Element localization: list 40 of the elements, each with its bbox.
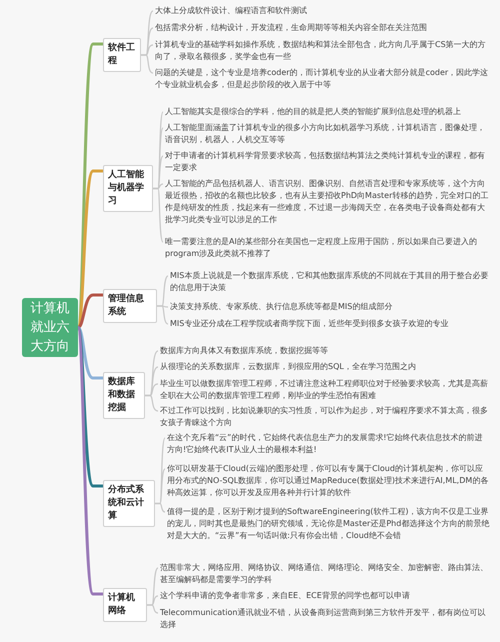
connector-line <box>141 54 154 74</box>
note-text: 你可以研发基于Cloud(云端)的图形处理，你可以有专属于Cloud的计算机架构，你可以应用分布式的NO-SQL数据库，你可以通过MapReduce(数据处理)技术来进行AI,ML,DM的各种高效运算，你可以开发及应用各种并行计算的软件 <box>165 463 492 499</box>
connector-line <box>147 604 158 614</box>
note-text: 包括需求分析，结构设计，开发流程，生命周期等等相关内容全部在关注范围 <box>153 22 492 34</box>
note-text: MIS本质上说就是一个数据库系统，它和其他数据库系统的不同就在于其目的用于整合必要的信息用于决策 <box>168 270 492 294</box>
note-text: 在这个充斥着“云”的时代，它始终代表信息生产力的发展需求!它始终代表信息技术的前进方向!它始终代表IT从业人士的最根本利益! <box>165 432 492 456</box>
note-text: 从很理论的关系数据库，云数据库，到很应用的SQL，全在学习范围之内 <box>158 361 492 373</box>
note-text: 数据库方向具体又有数据库系统，数据挖掘等等 <box>158 345 492 357</box>
central-topic-box: 计算机就业六大方向 <box>22 298 78 357</box>
note-text: 对于申请者的计算机科学背景要求较高，包括数据结构算法之类纯计算机专业的课程，都有一定要求 <box>163 150 492 174</box>
topic-box: 管理信息系统 <box>103 289 157 323</box>
topic-box: 数据库和数据挖掘 <box>103 372 145 419</box>
branch-line <box>77 326 103 380</box>
branch-line <box>76 327 103 596</box>
note-text: 唯一需要注意的是AI的某些部分在美国也一定程度上应用于国防，所以如果自己要进入的program涉及此类就不推荐了 <box>163 236 492 260</box>
branch-line <box>76 170 103 328</box>
topic-box: 计算机网络 <box>103 588 147 622</box>
branch-line <box>77 294 103 329</box>
note-text: MIS专业还分成在工程学院或者商学院下面，近些年受到很多女孩子欢迎的专业 <box>168 318 492 330</box>
branch-line <box>76 326 103 488</box>
topic-box: 软件工程 <box>103 38 141 72</box>
note-text: 大体上分成软件设计、编程语言和软件测试 <box>153 5 492 17</box>
topic-box: 人工智能与机器学习 <box>103 165 153 212</box>
note-text: 人工智能的产品包括机器人、语言识别、图像识别、自然语言处理和专家系统等，这个方向最近很热，招收的名额也比较多，也有从主要招收PhD向Master转移的趋势，完全对口的工作是纯研发的性质，找起来有一些难度，不过退一步海阔天空，在各类电子设备商处都有大批学习此类专业可以涉足的工作 <box>163 178 492 226</box>
connector-line <box>157 305 168 325</box>
note-text: Telecommunication通讯就业不错，从设备商到运营商到第三方软件开发平，都有岗位可以选择 <box>158 607 492 631</box>
topic-box: 分布式系统和云计算 <box>103 480 155 527</box>
note-text: 范围非常大，网络应用、网络协议、网络通信、网络理论、网络安全、加密解密、路由算法、甚至编解码都是需要学习的学科 <box>158 562 492 586</box>
note-text: 人工智能里面涵盖了计算机专业的很多小方向比如机器学习系统，计算机语言，图像处理，语音识别，机器人，人机交互等等 <box>163 122 492 146</box>
connector-line <box>155 502 166 513</box>
note-text: 值得一提的是，区别于刚才提到的SoftwareEngineering(软件工程)，该方向不仅是工业界的宠儿，同时其也是最热门的研究领域，无论你是Master还是Phd都选择这个方向的前景绝对是大大的。“云界”有一句话叫做:只有你会出错，Cloud绝不会错 <box>165 506 492 542</box>
note-text: 决策支持系统、专家系统、执行信息系统等都是MIS的组成部分 <box>168 301 492 313</box>
note-text: 这个学科申请的竞争者非常多，来自EE、ECE背景的同学也都可以申请 <box>158 590 492 602</box>
note-text: 毕业生可以做数据库管理工程师，不过请注意这种工程师职位对于经验要求较高，尤其是高薪全职在大公司的数据库管理工程师，刚毕业的学生恐怕有困难 <box>158 378 492 402</box>
note-text: 人工智能其实是很综合的学科，他的目的就是把人类的智能扩展到信息处理的机器上 <box>163 106 492 118</box>
note-text: 计算机专业的基础学科如操作系统，数据结构和算法全部包含，此方向几乎属于CS第一大的方向了，录取名额很多，奖学金也有一些 <box>153 39 492 63</box>
connector-line <box>153 188 164 242</box>
connector-line <box>145 394 158 412</box>
note-text: 不过工作可以找到，比如说兼职的实习性质，可以作为起步，对于编程序要求不算太高，很多女孩子青睐这个方向 <box>158 405 492 429</box>
note-text: 问题的关键是，这个专业是培养coder的，而计算机专业的从业者大部分就是coder，因此学这个专业就业机会多，但是起步阶段的收入居于中等 <box>153 67 492 91</box>
